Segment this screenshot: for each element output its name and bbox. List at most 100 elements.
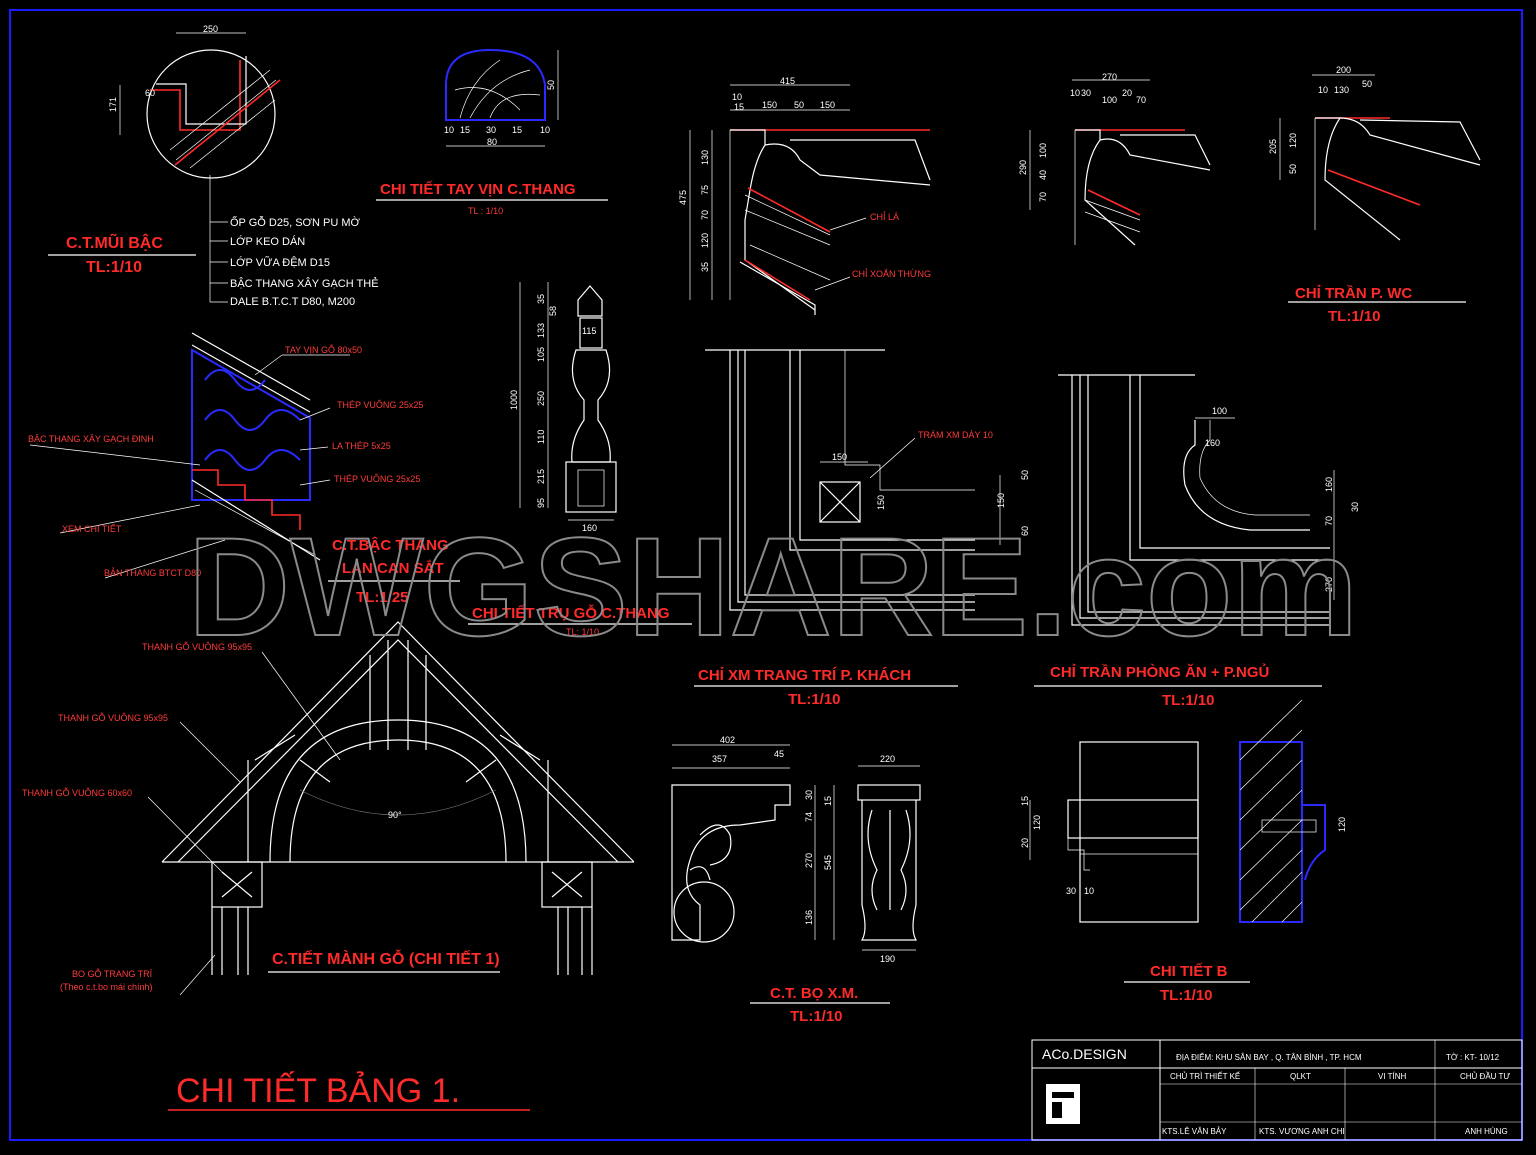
- dim-tru-p6: 110: [536, 430, 546, 444]
- detail-tay-vin: 50 10 15 30 15 10 80 CHI TIẾT TAY VỊN C.…: [376, 48, 608, 216]
- detail-mui-bac: 250 171 60 ỐP GỖ D25, SƠN PU MỜ LỚP KEO …: [48, 24, 379, 308]
- dim-xm-c: 50: [1020, 470, 1030, 480]
- dim-ct2-p4: 20: [1122, 88, 1132, 98]
- detail-chi-xm: 150 150 50 150 60 TRÁM XM DÀY 10 CHỈ XM …: [694, 349, 1030, 708]
- dim-an-a: 100: [1212, 406, 1227, 416]
- dim-ct1-top: 415: [780, 76, 795, 86]
- title-block: ACo.DESIGN ĐỊA ĐIỂM: KHU SÂN BAY , Q. TÂ…: [1031, 1039, 1523, 1141]
- dim-bo-h2: 74: [804, 812, 814, 822]
- note-xem: XEM CHI TIẾT: [62, 524, 122, 534]
- scale-mui-bac: TL:1/10: [86, 259, 142, 276]
- dim-tayvin-p1: 10: [444, 125, 454, 135]
- detail-manh-go: 90° THANH GỖ VUÔNG 95x95 THANH GỖ VUÔNG …: [22, 621, 635, 996]
- dim-ct2-p5: 70: [1136, 95, 1146, 105]
- note-mg-3: THANH GỖ VUÔNG 60x60: [22, 787, 132, 798]
- title-tay-vin: CHI TIẾT TAY VỊN C.THANG: [380, 181, 576, 198]
- dim-ct1-s3: 70: [700, 210, 710, 220]
- dim-tayvin-h: 50: [546, 80, 556, 90]
- dim-bo-f: 15: [823, 796, 833, 806]
- dim-tayvin-p4: 15: [512, 125, 522, 135]
- tb-n2: KTS. VƯƠNG ANH CHI: [1259, 1127, 1345, 1136]
- dim-b-d: 30: [1066, 886, 1076, 896]
- note-mui-4: BẬC THANG XÂY GẠCH THẺ: [230, 277, 379, 290]
- dim-ct2-side: 290: [1018, 160, 1028, 175]
- dim-tru-p7: 215: [536, 469, 546, 484]
- dim-tru-p8: 95: [536, 498, 546, 508]
- watermark: DWGSHARE.com: [188, 508, 1358, 665]
- dim-ct2-s1: 100: [1038, 143, 1048, 158]
- dim-ct1-p4: 50: [794, 100, 804, 110]
- dim-mui-h: 171: [108, 97, 118, 112]
- note-mg-bo1: BO GỖ TRANG TRÍ: [72, 968, 153, 979]
- dim-ct2-s3: 70: [1038, 192, 1048, 202]
- dim-ct1-side: 475: [678, 190, 688, 205]
- dim-ct1-s1: 130: [700, 150, 710, 165]
- title-chi-tran-an: CHỈ TRẦN PHÒNG ĂN + P.NGỦ: [1050, 663, 1269, 681]
- note-chi-la: CHỈ LÁ: [870, 211, 899, 222]
- scale-tru-go: TL: 1/10: [566, 627, 599, 637]
- scale-chi-tiet-b: TL:1/10: [1160, 987, 1213, 1004]
- tb-location: ĐỊA ĐIỂM: KHU SÂN BAY , Q. TÂN BÌNH , TP…: [1176, 1053, 1362, 1062]
- tb-n1: KTS.LÊ VĂN BẢY: [1162, 1127, 1227, 1136]
- detail-chi-tran-wc: 200 10 130 50 205 120 50 CHỈ TRẦN P. WC …: [1268, 65, 1481, 325]
- dim-wc-side: 205: [1268, 139, 1278, 154]
- dim-bo-h4: 136: [804, 910, 814, 925]
- dim-bo-w3: 45: [774, 749, 784, 759]
- dim-tru-p5: 250: [536, 391, 546, 406]
- title-mui-bac: C.T.MŨI BẬC: [66, 232, 163, 252]
- scale-bac-thang: TL:1/25: [356, 589, 409, 606]
- detail-tru-go: 1000 35 58 133 105 250 110 215 95 115 16…: [468, 282, 692, 637]
- dim-wc-p2: 130: [1334, 85, 1349, 95]
- dim-ct2-p3: 100: [1102, 95, 1117, 105]
- dim-ct1-p2: 15: [734, 102, 744, 112]
- detail-chi-tran-an: 100 160 160 30 70 270 CHỈ TRẦN PHÒNG ĂN …: [1034, 374, 1360, 709]
- dim-bo-h1: 30: [804, 790, 814, 800]
- dim-tayvin-w: 80: [487, 137, 497, 147]
- title-chi-xm: CHỈ XM TRANG TRÍ P. KHÁCH: [698, 667, 911, 684]
- tb-h2: QLKT: [1290, 1072, 1311, 1081]
- title-bac-thang-1: C.T.BẬC THANG: [332, 536, 449, 554]
- dim-b-b: 120: [1032, 815, 1042, 830]
- note-thep2: THÉP VUÔNG 25x25: [334, 474, 420, 484]
- detail-bo-xm: 402 357 45 30 74 270 136 545 15 220 190 …: [671, 735, 921, 1025]
- note-tram-xm: TRÁM XM DÀY 10: [918, 430, 993, 440]
- dim-an-f: 270: [1324, 577, 1334, 592]
- tb-sheet-no: TỜ : KT- 10/12: [1446, 1053, 1500, 1062]
- dim-tru-total: 1000: [509, 390, 519, 410]
- dim-tru-p1: 35: [536, 294, 546, 304]
- note-mui-1: ỐP GỖ D25, SƠN PU MỜ: [230, 215, 360, 229]
- dim-tru-base: 160: [582, 523, 597, 533]
- dim-ct2-top: 270: [1102, 72, 1117, 82]
- dim-xm-e: 60: [1020, 526, 1030, 536]
- dim-bo-fw: 220: [880, 754, 895, 764]
- note-thep1: THÉP VUÔNG 25x25: [337, 400, 423, 410]
- dim-bo-h3: 270: [804, 853, 814, 868]
- dim-tru-p3: 133: [536, 323, 546, 338]
- logo-icon: [1046, 1084, 1080, 1124]
- title-chi-tiet-b: CHI TIẾT B: [1150, 963, 1228, 980]
- dim-ct1-s4: 120: [700, 233, 710, 248]
- note-angle: 90°: [388, 810, 402, 820]
- note-taygo: TAY VỊN GỖ 80x50: [285, 344, 362, 355]
- detail-bac-thang: TAY VỊN GỖ 80x50 THÉP VUÔNG 25x25 LA THÉ…: [28, 332, 460, 606]
- dim-mui-s: 60: [145, 88, 155, 98]
- title-bo-xm: C.T. BỌ X.M.: [770, 985, 858, 1002]
- dim-wc-s2: 50: [1288, 164, 1298, 174]
- dim-xm-b: 150: [876, 495, 886, 510]
- detail-chi-tiet-b: 15 120 20 30 10 120 CHI TIẾT B TL:1/10: [1020, 699, 1347, 1004]
- detail-chi-tran-1: 415 10 15 150 50 150 475 130 75 70 120 3…: [678, 76, 931, 315]
- dim-tru-box: 115: [582, 326, 596, 336]
- title-tru-go: CHI TIẾT TRỤ GỖ C.THANG: [472, 604, 670, 622]
- note-chi-xoan: CHỈ XOẮN THỪNG: [852, 268, 931, 279]
- tb-h3: VI TÍNH: [1378, 1072, 1407, 1081]
- note-mg-2: THANH GỖ VUÔNG 95x95: [58, 712, 168, 723]
- scale-tay-vin: TL : 1/10: [468, 206, 503, 216]
- note-mui-2: LỚP KEO DÁN: [230, 235, 305, 248]
- dim-xm-d: 150: [996, 493, 1006, 508]
- dim-wc-p3: 50: [1362, 79, 1372, 89]
- dim-an-e: 70: [1324, 516, 1334, 526]
- dim-wc-s1: 120: [1288, 133, 1298, 148]
- note-mui-3: LỚP VỮA ĐỆM D15: [230, 256, 330, 269]
- dim-tayvin-p2: 15: [460, 125, 470, 135]
